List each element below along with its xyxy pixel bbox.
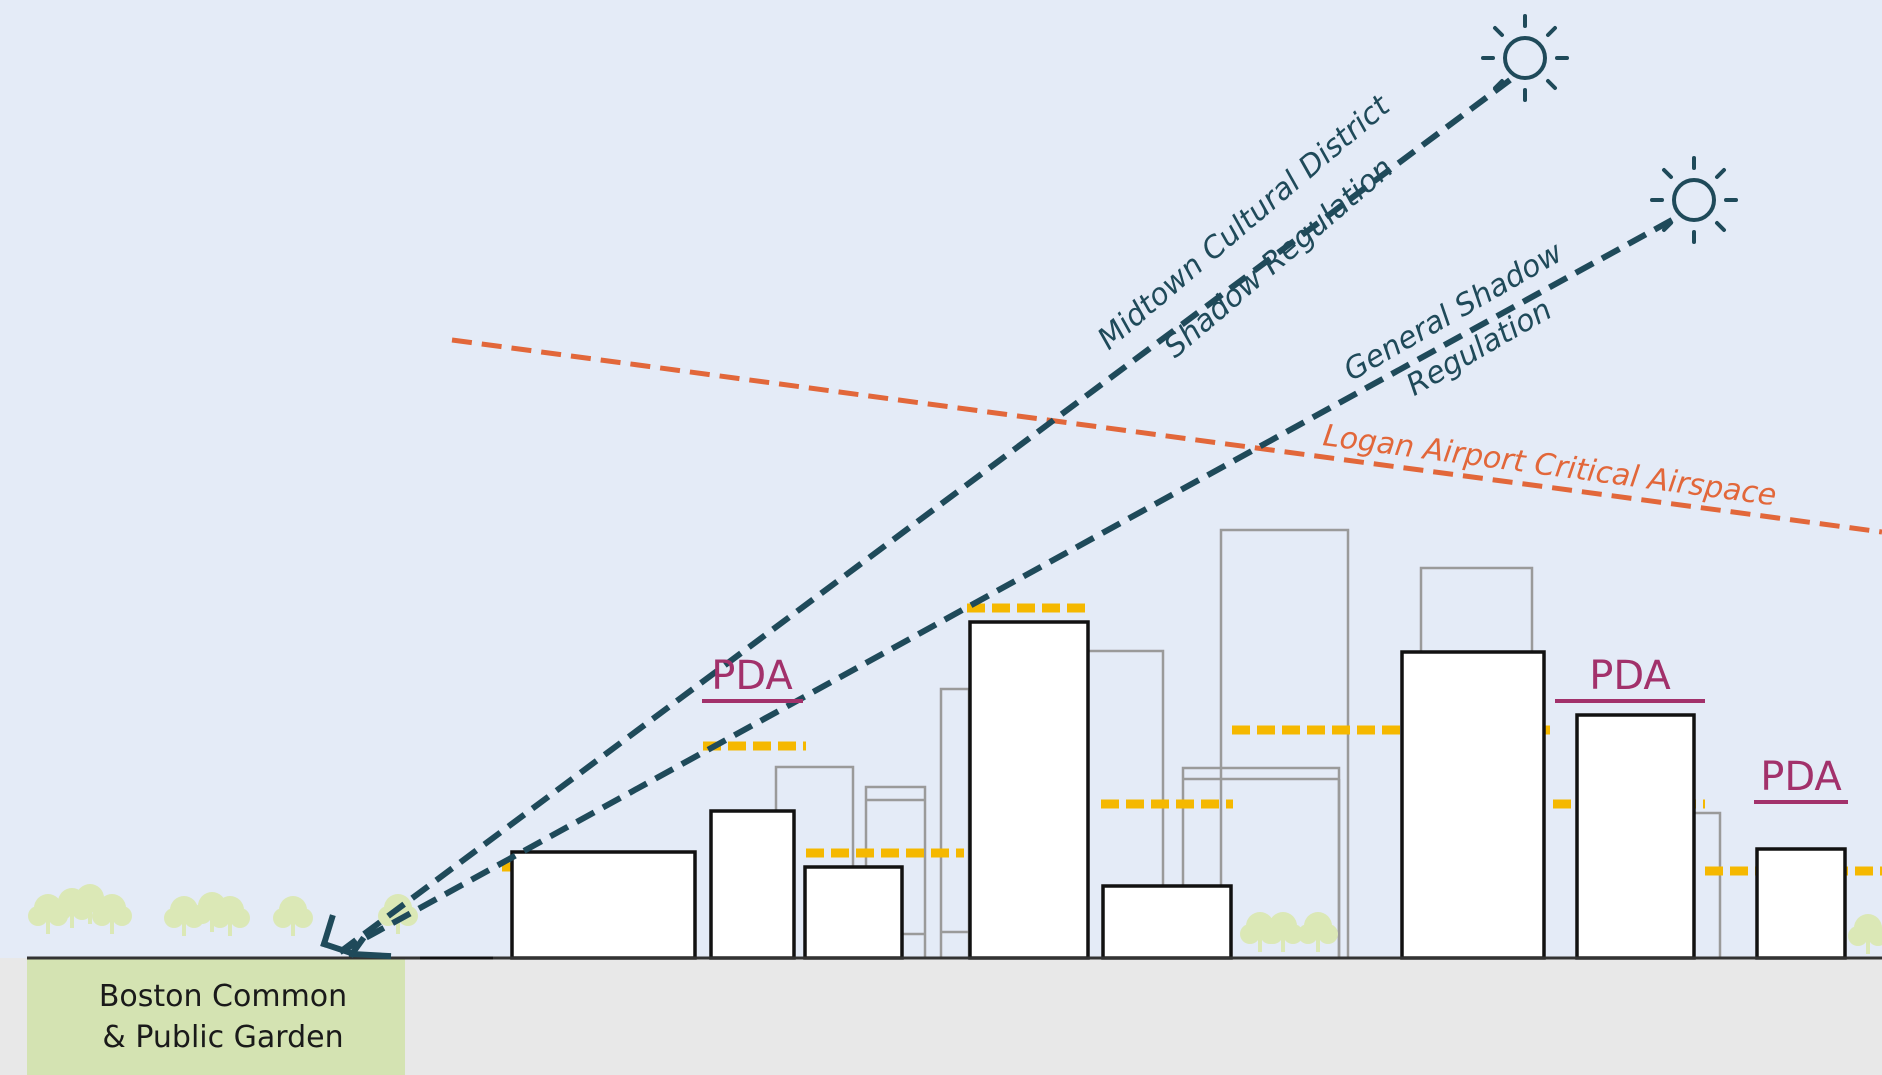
- building: [709, 809, 796, 960]
- building: [1755, 847, 1847, 960]
- building: [1575, 713, 1696, 960]
- airspace-line: [451, 337, 1882, 535]
- sun-icon: [1481, 14, 1569, 102]
- pda-label-1: PDA: [702, 653, 803, 703]
- midtown-shadow-line: [338, 77, 1512, 955]
- building: [1101, 884, 1233, 960]
- tree-icon: [1848, 914, 1882, 954]
- park-area: [27, 958, 405, 1075]
- proposed-buildings: [510, 620, 1847, 960]
- park-label-line1: Boston Common: [99, 979, 347, 1014]
- building: [803, 865, 904, 960]
- sun-icon: [1650, 156, 1738, 244]
- tree-icon: [273, 896, 313, 936]
- pda-text: PDA: [711, 653, 793, 699]
- arrowhead-icon: [320, 914, 392, 960]
- park-label-line2: & Public Garden: [102, 1020, 343, 1055]
- building: [1400, 650, 1546, 960]
- pda-label-3: PDA: [1754, 754, 1848, 804]
- pda-text: PDA: [1589, 653, 1671, 699]
- tree-icon: [1298, 912, 1338, 952]
- general-shadow-line: [338, 217, 1674, 955]
- building: [968, 620, 1090, 960]
- midtown-label-line1: Midtown Cultural District: [1091, 88, 1397, 357]
- context-building: [1219, 528, 1350, 960]
- pda-label-2: PDA: [1555, 653, 1705, 703]
- context-building: [939, 687, 971, 960]
- tree-icon: [378, 894, 418, 934]
- building: [510, 850, 697, 960]
- context-building: [1692, 811, 1722, 960]
- pda-text: PDA: [1760, 754, 1842, 800]
